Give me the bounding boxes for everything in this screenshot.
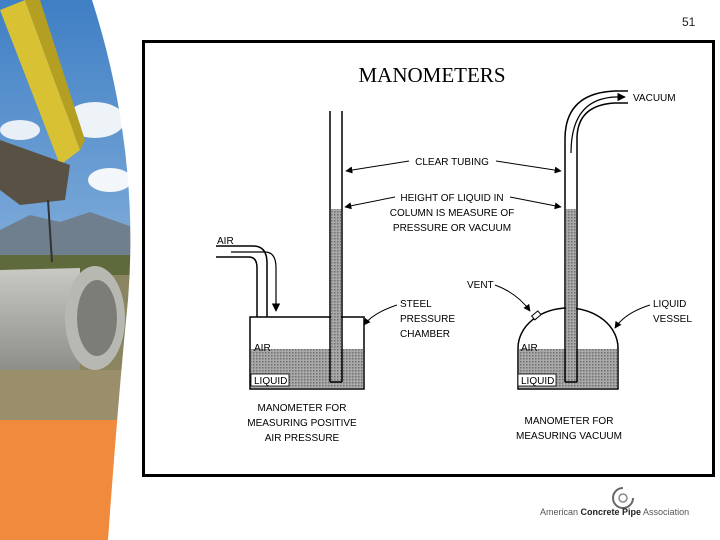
logo-prefix: American: [540, 507, 581, 517]
steel-label-line2: PRESSURE: [400, 314, 455, 325]
acpa-logo: American Concrete Pipe Association: [540, 485, 715, 525]
page-number: 51: [682, 15, 695, 29]
acpa-logo-text: American Concrete Pipe Association: [540, 507, 689, 517]
liquid-vessel-label-line2: VESSEL: [653, 314, 692, 325]
logo-suffix: Association: [641, 507, 689, 517]
caption-right-line1: MANOMETER FOR: [525, 416, 614, 427]
right-liquid-label: LIQUID: [521, 376, 554, 387]
air-inlet-label: AIR: [217, 236, 234, 247]
clear-tubing-label: CLEAR TUBING: [415, 157, 489, 168]
right-air-label: AIR: [521, 343, 538, 354]
height-label-line1: HEIGHT OF LIQUID IN: [400, 193, 503, 204]
steel-label-line3: CHAMBER: [400, 329, 450, 340]
vacuum-label: VACUUM: [633, 93, 676, 104]
left-manometer: AIR AIR LIQUID MANOMETER FOR MEASURING P…: [216, 111, 364, 444]
left-air-label: AIR: [254, 343, 271, 354]
height-label-line3: PRESSURE OR VACUUM: [393, 223, 511, 234]
diagram-title: MANOMETERS: [358, 63, 505, 87]
caption-left-line1: MANOMETER FOR: [258, 403, 347, 414]
caption-left-line3: AIR PRESSURE: [265, 433, 340, 444]
logo-bold: Concrete Pipe: [581, 507, 642, 517]
caption-right-line2: MEASURING VACUUM: [516, 431, 622, 442]
caption-left-line2: MEASURING POSITIVE: [247, 418, 357, 429]
right-manometer: VACUUM AIR LIQUID MANOMETER FOR MEASURIN…: [516, 91, 676, 442]
steel-label-line1: STEEL: [400, 299, 432, 310]
left-liquid-label: LIQUID: [254, 376, 287, 387]
right-liquid-column: [566, 209, 576, 381]
manometer-diagram: MANOMETERS AIR AIR LIQUID MANOMETER FOR: [145, 43, 712, 474]
construction-photo: [0, 0, 135, 540]
vent-label: VENT: [467, 280, 494, 291]
left-liquid-column: [331, 209, 341, 381]
diagram-frame: MANOMETERS AIR AIR LIQUID MANOMETER FOR: [142, 40, 715, 477]
height-label-line2: COLUMN IS MEASURE OF: [390, 208, 514, 219]
liquid-vessel-label-line1: LIQUID: [653, 299, 686, 310]
